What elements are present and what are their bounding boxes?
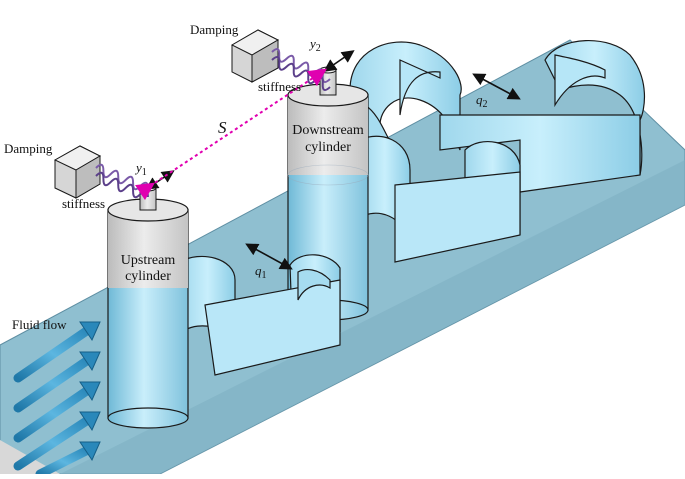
y2-arrow [323,50,355,72]
fluid-flow-arrows [13,321,101,479]
downstream-label-line2: cylinder [305,140,351,155]
y2-sub: 2 [316,43,321,54]
fluid-flow-label: Fluid flow [12,317,67,332]
spacing-label: S [218,118,227,137]
q2-sub: 2 [483,99,488,110]
flow-arrow [13,351,101,413]
upstream-label-line1: Upstream [121,253,176,268]
upstream-label-line2: cylinder [125,269,171,284]
damper-box-lower [53,145,102,199]
y2-base: y [308,36,316,51]
q2-arrow [472,73,521,100]
damping-label-upper: Damping [190,22,239,37]
flow-arrow [13,321,101,383]
q1-label: q1 [255,263,267,281]
downstream-label-line1: Downstream [292,123,364,138]
y2-label: y2 [308,36,321,54]
upstream-flexible-plates [179,254,341,376]
stiffness-label-lower: stiffness [62,196,105,211]
spacing-line [135,68,328,201]
q1-base: q [255,263,262,278]
y1-sub: 1 [142,167,147,178]
q1-arrow [245,243,293,270]
damping-label-lower: Damping [4,141,53,156]
flow-arrow [35,441,101,479]
stiffness-label-upper: stiffness [258,79,301,94]
flow-arrow [13,381,101,443]
upstream-cylinder [107,184,189,429]
damper-box-upper [230,29,280,83]
q2-label: q2 [476,92,488,110]
q2-base: q [476,92,483,107]
q1-sub: 1 [262,270,267,281]
flow-arrow [13,411,101,471]
y1-base: y [134,160,142,175]
y1-label: y1 [134,160,147,178]
downstream-flexible-plates [349,39,646,263]
